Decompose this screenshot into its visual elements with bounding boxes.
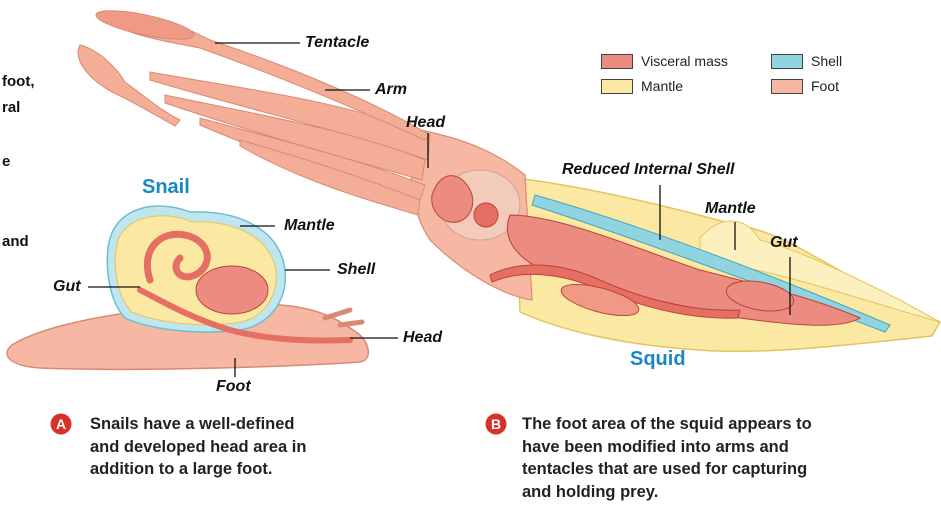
title-squid: Squid — [630, 348, 686, 371]
side-text: e — [2, 149, 10, 175]
snail-visceral-organ — [196, 266, 268, 314]
legend-swatch — [771, 54, 803, 69]
badge-a: A — [51, 414, 72, 435]
caption-a: Snails have a well-defined and developed… — [90, 413, 306, 481]
caption-line: The foot area of the squid appears to — [522, 413, 812, 436]
legend-item-shell: Shell — [771, 53, 842, 69]
label-head-snail: Head — [403, 329, 442, 347]
caption-line: addition to a large foot. — [90, 458, 306, 481]
legend-swatch — [771, 79, 803, 94]
caption-b: The foot area of the squid appears to ha… — [522, 413, 812, 503]
label-shell-snail: Shell — [337, 261, 375, 279]
label-arm: Arm — [375, 81, 407, 99]
squid-tentacle — [78, 45, 180, 126]
squid-tentacle-club — [94, 5, 196, 45]
side-text: ral — [2, 95, 20, 121]
label-head-squid: Head — [406, 114, 445, 132]
label-tentacle: Tentacle — [305, 34, 369, 52]
label-reduced-internal-shell: Reduced Internal Shell — [562, 161, 734, 179]
legend-swatch — [601, 79, 633, 94]
label-gut-squid: Gut — [770, 234, 798, 252]
legend-label: Foot — [811, 78, 839, 94]
badge-b: B — [486, 414, 507, 435]
label-mantle-squid: Mantle — [705, 200, 756, 218]
legend-label: Shell — [811, 53, 842, 69]
legend-label: Visceral mass — [641, 53, 728, 69]
caption-line: tentacles that are used for capturing — [522, 458, 812, 481]
legend-item-visceral-mass: Visceral mass — [601, 53, 728, 69]
label-foot-snail: Foot — [216, 378, 251, 396]
legend-item-mantle: Mantle — [601, 78, 683, 94]
caption-line: have been modified into arms and — [522, 436, 812, 459]
label-mantle-snail: Mantle — [284, 217, 335, 235]
label-gut-snail: Gut — [53, 278, 81, 296]
caption-line: and developed head area in — [90, 436, 306, 459]
side-text: foot, — [2, 69, 34, 95]
snail-tentacle — [325, 310, 350, 318]
legend-label: Mantle — [641, 78, 683, 94]
legend-item-foot: Foot — [771, 78, 839, 94]
caption-line: and holding prey. — [522, 481, 812, 504]
squid-eye-core — [474, 203, 498, 227]
title-snail: Snail — [142, 176, 190, 199]
snail-tentacle — [340, 322, 362, 325]
caption-line: Snails have a well-defined — [90, 413, 306, 436]
side-text: and — [2, 229, 29, 255]
legend-swatch — [601, 54, 633, 69]
